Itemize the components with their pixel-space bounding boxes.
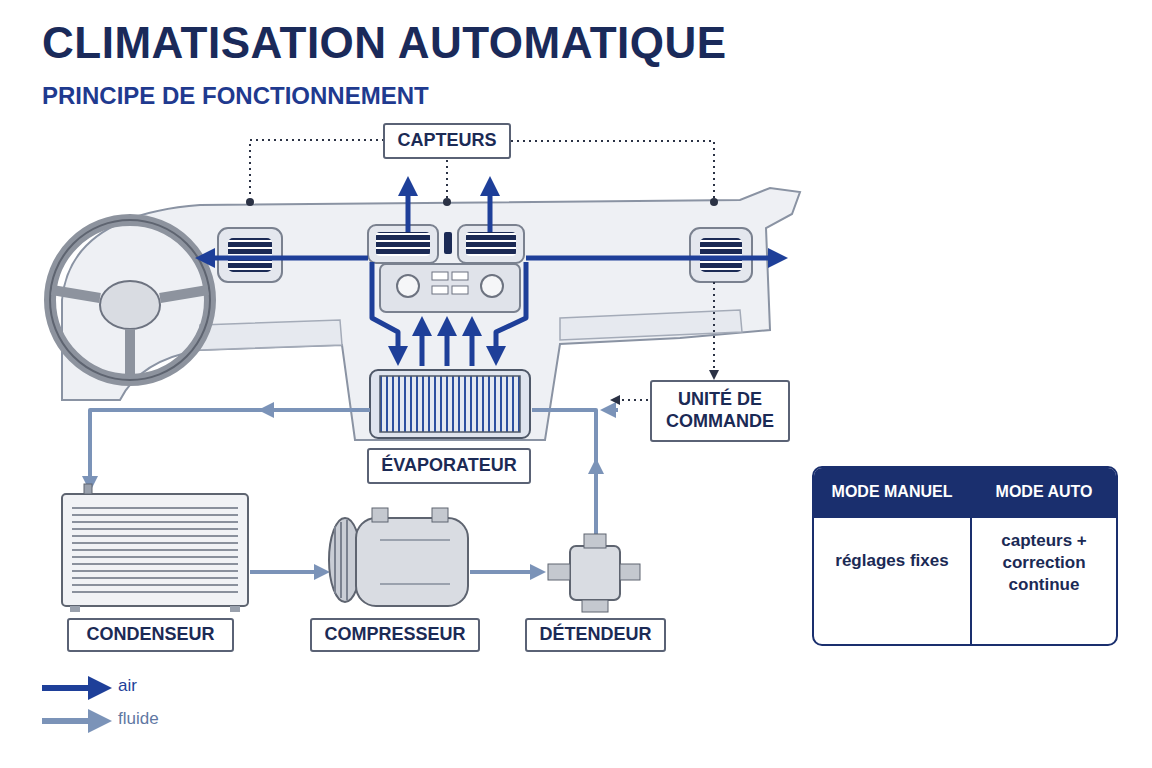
control-unit-box: UNITÉ DE COMMANDE [650, 380, 790, 442]
component-label: CONDENSEUR [67, 618, 234, 652]
dotted-connector [511, 141, 714, 378]
subtitle: PRINCIPE DE FONCTIONNEMENT [42, 80, 429, 111]
box-text: CONDENSEUR [76, 624, 224, 646]
box-text: UNITÉ DE COMMANDE [654, 389, 786, 432]
table-header-cell: MODE AUTO [972, 482, 1116, 503]
sensor-box: CAPTEURS [383, 123, 511, 159]
box-text: COMPRESSEUR [314, 624, 475, 646]
table-divider [970, 468, 972, 644]
mode-table: MODE MANUELMODE AUTO réglages fixes capteu… [812, 466, 1118, 646]
table-cell: réglages fixes [814, 550, 970, 572]
table-header-cell: MODE MANUEL [814, 482, 970, 503]
legend-text: air [118, 676, 137, 696]
legend-text: fluide [118, 709, 159, 729]
component-label: ÉVAPORATEUR [367, 448, 531, 484]
table-cell: capteurs + correction continue [986, 530, 1102, 596]
box-text: DÉTENDEUR [529, 624, 661, 646]
title: CLIMATISATION AUTOMATIQUE [42, 18, 727, 68]
box-text: CAPTEURS [387, 130, 506, 152]
component-label: DÉTENDEUR [525, 618, 666, 652]
box-text: ÉVAPORATEUR [371, 455, 526, 477]
component-label: COMPRESSEUR [310, 618, 480, 652]
